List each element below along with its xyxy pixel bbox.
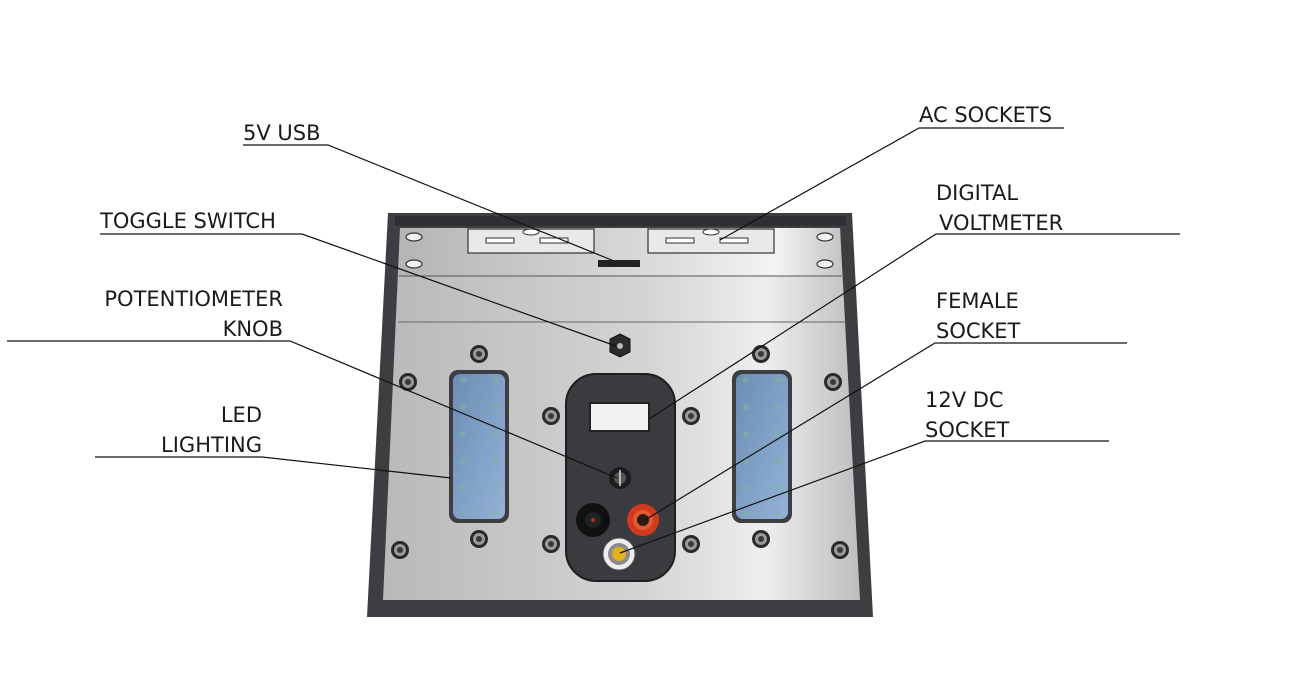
toggle-switch-leader (100, 233, 617, 347)
screw-icon (542, 407, 560, 425)
potentiometer-knob-icon (609, 467, 631, 489)
screw-icon (399, 373, 417, 391)
control-plate (565, 373, 676, 582)
screw-icon (682, 535, 700, 553)
voltmeter-display (589, 402, 650, 432)
screws (391, 345, 849, 559)
screw-icon (752, 530, 770, 548)
leader-lines (7, 127, 1180, 554)
screw-icon (824, 373, 842, 391)
led-lighting-label-line2: LIGHTING (161, 433, 262, 457)
mounting-tabs (405, 232, 834, 269)
voltmeter-label-line1: DIGITAL (936, 181, 1018, 205)
usb-label: 5V USB (243, 121, 321, 145)
voltmeter-leader (648, 233, 1180, 420)
screw-icon (542, 535, 560, 553)
screw-icon (682, 407, 700, 425)
female-socket-leader (644, 342, 1127, 521)
led-panel-right (732, 370, 792, 523)
screw-icon (470, 345, 488, 363)
ac-sockets-label: AC SOCKETS (919, 103, 1052, 127)
tab-icon (405, 259, 423, 269)
screw-icon (831, 541, 849, 559)
top-rim (395, 216, 846, 226)
female-socket-icon (627, 504, 659, 536)
black-socket-icon (576, 503, 610, 537)
screw-icon (752, 345, 770, 363)
dc-socket-leader (619, 440, 1109, 554)
tab-icon (816, 259, 834, 269)
led-lighting-label-line1: LED (221, 403, 262, 427)
ac-sockets-leader (719, 127, 1064, 241)
potentiometer-leader (7, 340, 618, 479)
toggle-switch-label: TOGGLE SWITCH (99, 209, 276, 233)
toggle-switch-icon (609, 333, 631, 358)
screw-icon (391, 541, 409, 559)
tab-icon (405, 232, 423, 242)
female-socket-label-line2: SOCKET (936, 319, 1021, 343)
voltmeter-label-line2: VOLTMETER (939, 211, 1063, 235)
dc-socket-label-line2: SOCKET (925, 418, 1010, 442)
ac-socket-left (467, 228, 595, 254)
screw-icon (470, 530, 488, 548)
dc-socket-icon (602, 537, 636, 571)
dc-socket-label-line1: 12V DC (925, 388, 1004, 412)
tab-icon (816, 232, 834, 242)
led-lighting-leader (95, 456, 452, 479)
led-panel-left (449, 370, 509, 523)
ac-socket-right (647, 228, 775, 254)
labels: 5V USB AC SOCKETS TOGGLE SWITCH DIGITAL … (99, 103, 1063, 457)
potentiometer-label-line2: KNOB (223, 317, 283, 341)
female-socket-label-line1: FEMALE (936, 289, 1019, 313)
usb-leader (243, 144, 615, 262)
usb-port (598, 260, 640, 267)
potentiometer-label-line1: POTENTIOMETER (104, 287, 283, 311)
top-panel (399, 228, 842, 276)
